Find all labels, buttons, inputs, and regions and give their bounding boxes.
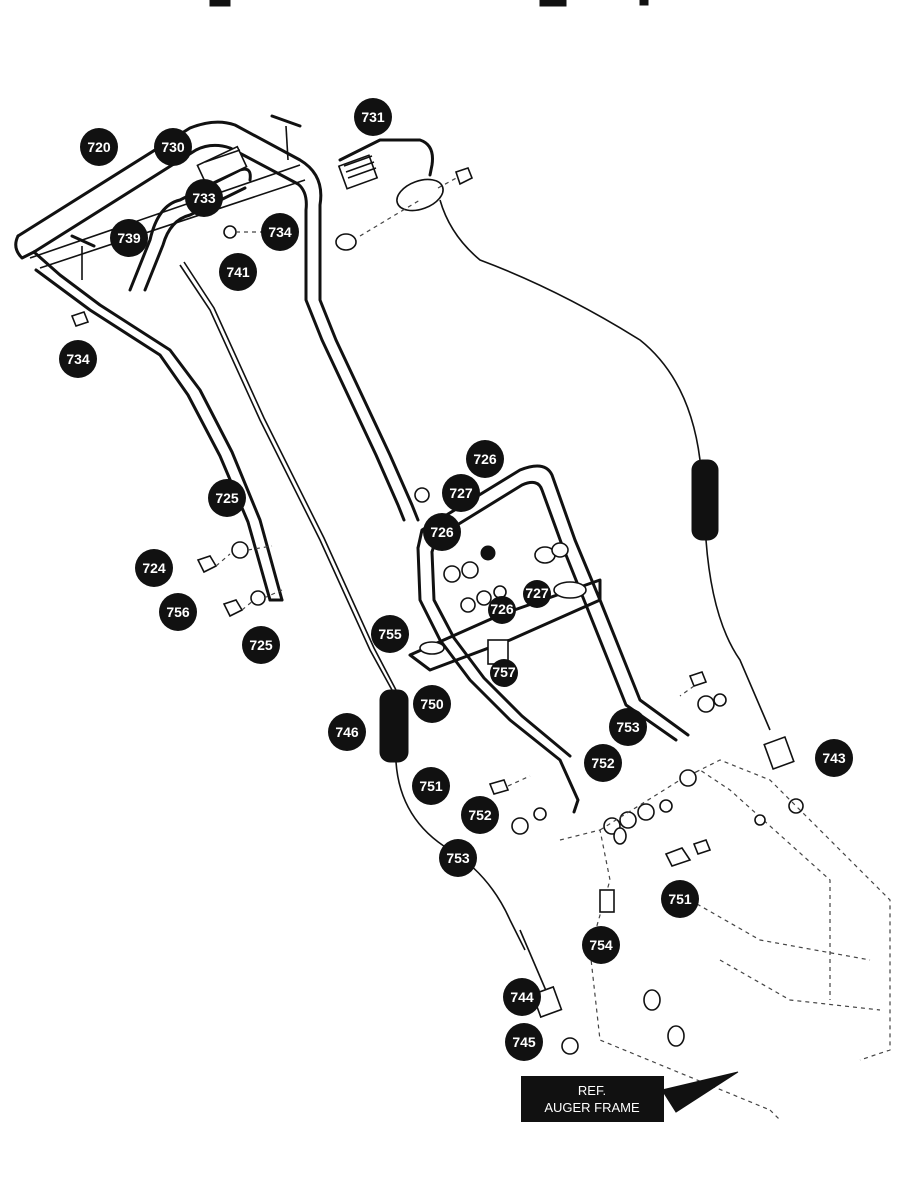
upper-handle <box>14 120 420 602</box>
callout-744: 744 <box>503 978 541 1016</box>
reference-arrow <box>661 1071 739 1113</box>
svg-text:730: 730 <box>161 139 185 155</box>
svg-text:726: 726 <box>430 524 454 540</box>
callout-727-small: 727 <box>523 580 551 608</box>
svg-text:727: 727 <box>449 485 473 501</box>
svg-text:745: 745 <box>512 1034 536 1050</box>
svg-text:755: 755 <box>378 626 402 642</box>
callout-725-lower: 725 <box>242 626 280 664</box>
svg-text:724: 724 <box>142 560 166 576</box>
washer-cluster <box>414 487 507 613</box>
callouts: 720 730 731 733 734 739 741 734 <box>59 98 853 1061</box>
callout-746: 746 <box>328 713 366 751</box>
auger-frame <box>559 759 891 1121</box>
svg-text:726: 726 <box>473 451 497 467</box>
svg-text:752: 752 <box>591 755 615 771</box>
callout-730: 730 <box>154 128 192 166</box>
svg-text:752: 752 <box>468 807 492 823</box>
svg-text:725: 725 <box>215 490 239 506</box>
svg-text:753: 753 <box>446 850 470 866</box>
callout-726-mid: 726 <box>423 513 461 551</box>
callout-720: 720 <box>80 128 118 166</box>
control-lever <box>128 145 252 292</box>
callout-739: 739 <box>110 219 148 257</box>
svg-text:750: 750 <box>420 696 444 712</box>
callout-750: 750 <box>413 685 451 723</box>
callout-757: 757 <box>490 659 518 687</box>
top-hardware <box>70 114 302 327</box>
callout-752-left: 752 <box>461 796 499 834</box>
svg-text:751: 751 <box>419 778 443 794</box>
svg-text:720: 720 <box>87 139 111 155</box>
callout-727: 727 <box>442 474 480 512</box>
svg-text:725: 725 <box>249 637 273 653</box>
callout-726-top: 726 <box>466 440 504 478</box>
lower-hardware <box>488 671 727 1055</box>
svg-text:743: 743 <box>822 750 846 766</box>
callout-755: 755 <box>371 615 409 653</box>
left-hardware <box>196 541 283 618</box>
lower-handle <box>416 464 690 814</box>
reference-line-2: AUGER FRAME <box>544 1100 640 1115</box>
svg-text:757: 757 <box>492 664 516 680</box>
svg-text:739: 739 <box>117 230 141 246</box>
svg-text:751: 751 <box>668 891 692 907</box>
callout-726-small: 726 <box>488 596 516 624</box>
reference-label: REF. AUGER FRAME <box>521 1076 664 1122</box>
svg-text:756: 756 <box>166 604 190 620</box>
callout-724: 724 <box>135 549 173 587</box>
lower-cable <box>179 261 563 1019</box>
svg-text:744: 744 <box>510 989 534 1005</box>
callout-733: 733 <box>185 179 223 217</box>
svg-text:734: 734 <box>268 224 292 240</box>
reference-line-1: REF. <box>578 1083 606 1098</box>
svg-text:753: 753 <box>616 719 640 735</box>
callout-756: 756 <box>159 593 197 631</box>
callout-752-right: 752 <box>584 744 622 782</box>
callout-751-left: 751 <box>412 767 450 805</box>
callout-745: 745 <box>505 1023 543 1061</box>
callout-731: 731 <box>354 98 392 136</box>
callout-751-right: 751 <box>661 880 699 918</box>
callout-754: 754 <box>582 926 620 964</box>
callout-734-lower: 734 <box>59 340 97 378</box>
callout-741: 741 <box>219 253 257 291</box>
callout-725-upper: 725 <box>208 479 246 517</box>
header-artifact <box>209 0 649 7</box>
svg-text:726: 726 <box>490 601 514 617</box>
svg-text:731: 731 <box>361 109 385 125</box>
svg-text:734: 734 <box>66 351 90 367</box>
callout-734-upper: 734 <box>261 213 299 251</box>
upper-cable <box>335 138 804 814</box>
callout-743: 743 <box>815 739 853 777</box>
svg-text:754: 754 <box>589 937 613 953</box>
callout-753-upper: 753 <box>609 708 647 746</box>
svg-text:733: 733 <box>192 190 216 206</box>
svg-text:727: 727 <box>525 585 549 601</box>
svg-text:746: 746 <box>335 724 359 740</box>
svg-text:741: 741 <box>226 264 250 280</box>
callout-753-lower: 753 <box>439 839 477 877</box>
